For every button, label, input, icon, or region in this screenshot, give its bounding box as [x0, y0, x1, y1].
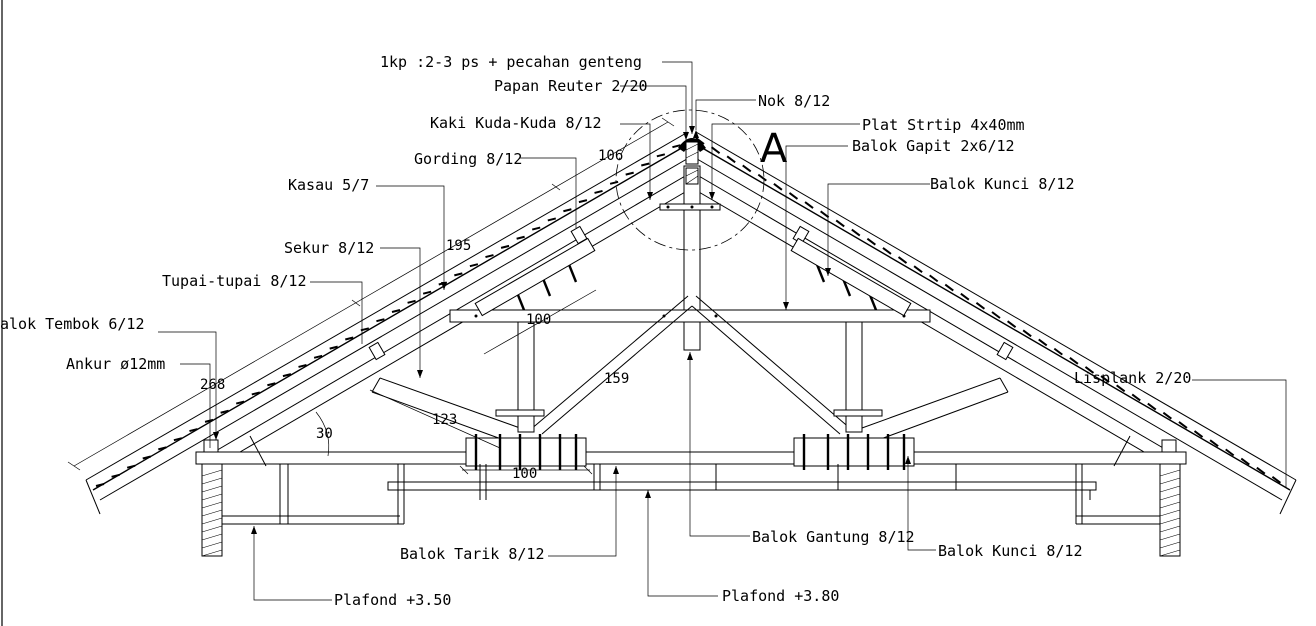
ridge-cap: [678, 138, 706, 165]
label-plafond-350: Plafond +3.50: [334, 591, 451, 609]
label-tupai: Tupai-tupai 8/12: [162, 272, 307, 290]
label-plat-strip: Plat Strtip 4x40mm: [862, 116, 1025, 134]
purlins: [368, 225, 1014, 361]
label-kasau: Kasau 5/7: [288, 176, 369, 194]
dim-30: 30: [316, 426, 333, 442]
label-balok-gantung: Balok Gantung 8/12: [752, 528, 915, 546]
label-balok-tembok: alok Tembok 6/12: [0, 315, 145, 333]
label-lisplank: Lisplank 2/20: [1074, 369, 1191, 387]
label-ridge-fill: 1kp :2-3 ps + pecahan genteng: [380, 53, 642, 71]
leader-lines: [158, 61, 1287, 601]
dim-100-upper: 100: [526, 312, 551, 328]
labels: 1kp :2-3 ps + pecahan genteng Papan Reut…: [0, 53, 1191, 609]
collar-beam: [449, 309, 931, 323]
label-plafond-380: Plafond +3.80: [722, 587, 839, 605]
dim-106: 106: [598, 148, 623, 164]
dim-159: 159: [604, 371, 629, 387]
dimension-lines: [67, 117, 675, 475]
label-sekur: Sekur 8/12: [284, 239, 374, 257]
detail-mark: A: [760, 126, 788, 172]
king-post: [659, 165, 721, 351]
label-balok-kunci-bottom: Balok Kunci 8/12: [938, 542, 1083, 560]
label-kaki-kuda: Kaki Kuda-Kuda 8/12: [430, 114, 602, 132]
label-balok-kunci-top: Balok Kunci 8/12: [930, 175, 1075, 193]
dim-100-lower: 100: [512, 466, 537, 482]
label-nok: Nok 8/12: [758, 92, 830, 110]
dim-195: 195: [446, 238, 471, 254]
detail-circle: A: [615, 109, 788, 251]
label-balok-gapit: Balok Gapit 2x6/12: [852, 137, 1015, 155]
braces: [371, 295, 1009, 441]
tie-beam: [195, 434, 1187, 470]
label-ankur: Ankur ø12mm: [66, 355, 165, 373]
label-papan-reuter: Papan Reuter 2/20: [494, 77, 648, 95]
walls: [201, 439, 1181, 557]
label-gording: Gording 8/12: [414, 150, 522, 168]
roof-tiles: [85, 131, 1297, 515]
hanger-posts: [495, 321, 883, 433]
rafter-feet: [249, 435, 1131, 467]
dim-268: 268: [200, 377, 225, 393]
label-balok-tarik: Balok Tarik 8/12: [400, 545, 545, 563]
dim-123: 123: [432, 412, 457, 428]
